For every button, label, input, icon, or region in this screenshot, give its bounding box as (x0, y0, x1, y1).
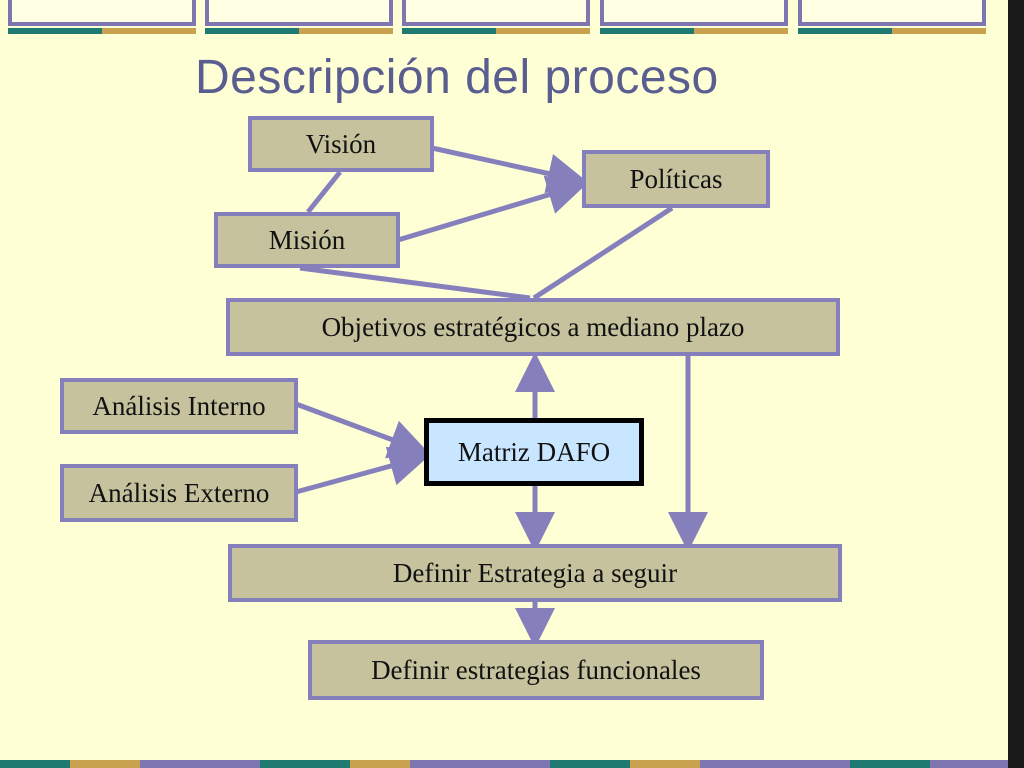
node-analisis-externo: Análisis Externo (60, 464, 298, 522)
bottom-decor-strip (0, 760, 1008, 768)
slide-title: Descripción del proceso (195, 51, 719, 104)
link-mision-objetivos (299, 265, 531, 301)
link-politicas-objetivos (532, 205, 674, 301)
link-interno-dafo (295, 401, 430, 459)
decor-tab (205, 0, 393, 34)
decor-tab (402, 0, 590, 34)
decor-tab (798, 0, 986, 34)
link-vision-politicas (431, 145, 588, 194)
node-politicas: Políticas (582, 150, 770, 208)
link-externo-dafo (295, 446, 430, 495)
node-estrategias-funcionales: Definir estrategias funcionales (308, 640, 764, 700)
node-definir-estrategia: Definir Estrategia a seguir (228, 544, 842, 602)
node-objetivos: Objetivos estratégicos a mediano plazo (226, 298, 840, 356)
decor-tab (600, 0, 788, 34)
node-analisis-interno: Análisis Interno (60, 378, 298, 434)
link-vision-mision (306, 170, 342, 214)
right-edge-bar (1008, 0, 1024, 768)
node-matriz-dafo: Matriz DAFO (424, 418, 644, 486)
node-mision: Misión (214, 212, 400, 268)
node-vision: Visión (248, 116, 434, 172)
link-mision-politicas (397, 175, 588, 243)
decor-tab (8, 0, 196, 34)
